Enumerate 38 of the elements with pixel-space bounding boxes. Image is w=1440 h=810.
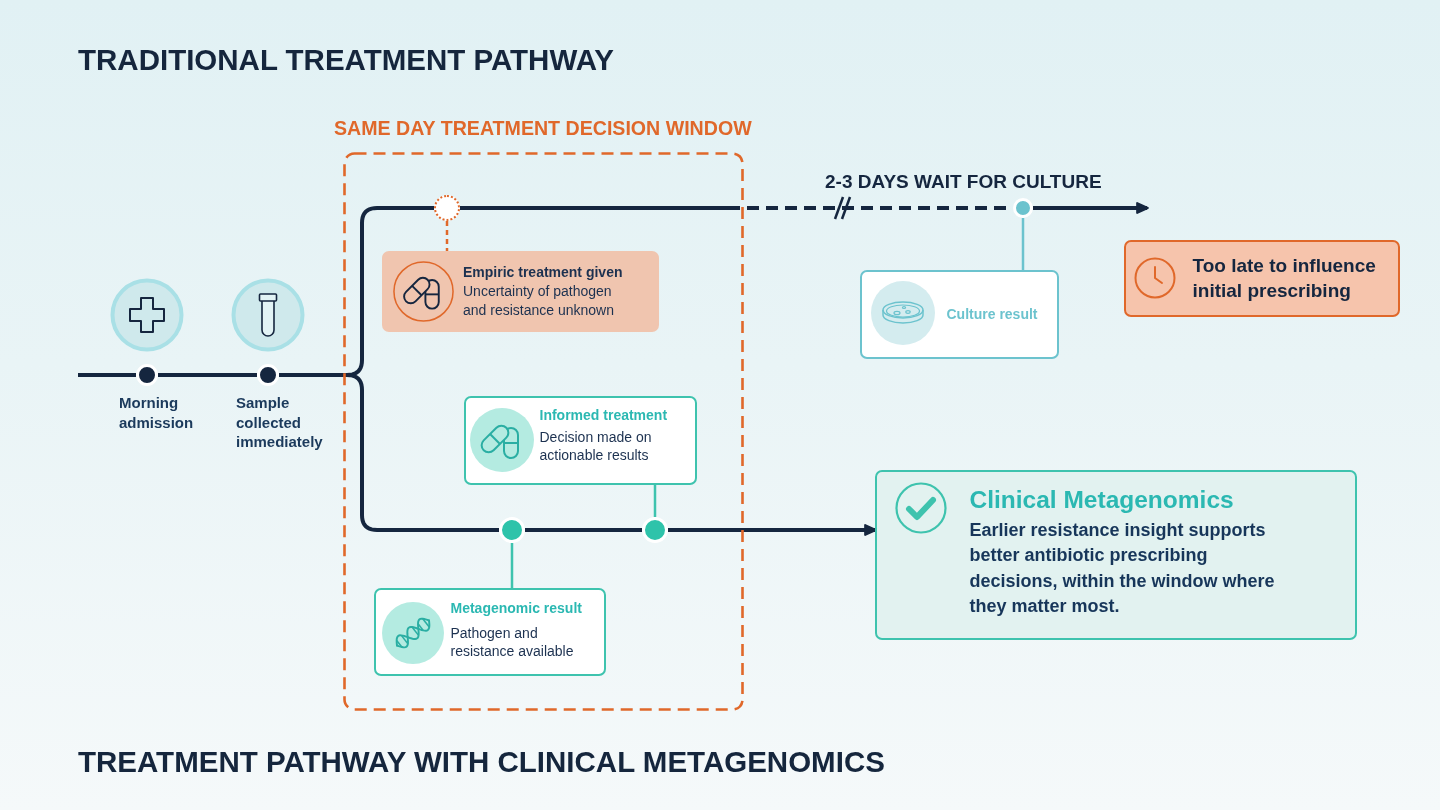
leader-line xyxy=(653,485,657,517)
card-title: Informed treatment xyxy=(539,405,668,424)
card-title: Metagenomic result xyxy=(450,598,582,617)
edge-label: 2-3 DAYS WAIT FOR CULTURE xyxy=(825,170,1102,194)
timeline-dot xyxy=(642,517,668,543)
warning-text: Too late to influence initial prescribing xyxy=(1192,254,1377,303)
timeline-line xyxy=(78,373,136,377)
timeline-label: Morning admission xyxy=(119,393,195,432)
timeline-arrow xyxy=(1033,202,1149,214)
treatment-card xyxy=(382,251,659,332)
card-title: Empiric treatment given xyxy=(463,263,623,281)
card-text: Earlier resistance insight supports better antibiotic prescribing decisions, within the window where they matter most. xyxy=(969,518,1276,618)
timeline-line xyxy=(279,373,499,532)
card-title: Clinical Metagenomics xyxy=(969,484,1234,515)
card-text: Decision made on actionable results xyxy=(539,427,653,464)
timeline-dot xyxy=(499,517,525,543)
timeline-dot xyxy=(136,364,158,386)
summary-card xyxy=(875,470,1357,640)
timeline-line xyxy=(158,373,257,377)
leader-line xyxy=(445,221,449,251)
card-text: Uncertainty of pathogen and resistance unknown xyxy=(463,282,615,320)
result-card xyxy=(860,270,1059,359)
card-text: Pathogen and resistance available xyxy=(450,623,575,660)
leader-line xyxy=(1021,218,1025,270)
timeline-label: Sample collected immediately xyxy=(236,393,324,452)
window-heading: SAME DAY TREATMENT DECISION WINDOW xyxy=(334,116,752,140)
timeline-dot xyxy=(257,364,279,386)
timeline-line xyxy=(525,528,642,532)
timeline-dot xyxy=(434,195,460,221)
timeline-arrow xyxy=(668,524,877,536)
card-title: Culture result xyxy=(946,304,1038,323)
timeline-dot xyxy=(1013,198,1033,218)
leader-line xyxy=(510,543,514,588)
section-heading: TREATMENT PATHWAY WITH CLINICAL METAGENOMICS xyxy=(78,744,885,780)
section-heading: TRADITIONAL TREATMENT PATHWAY xyxy=(78,42,614,78)
treatment-card xyxy=(464,396,697,485)
result-card xyxy=(374,588,606,676)
warning-card xyxy=(1124,240,1400,317)
